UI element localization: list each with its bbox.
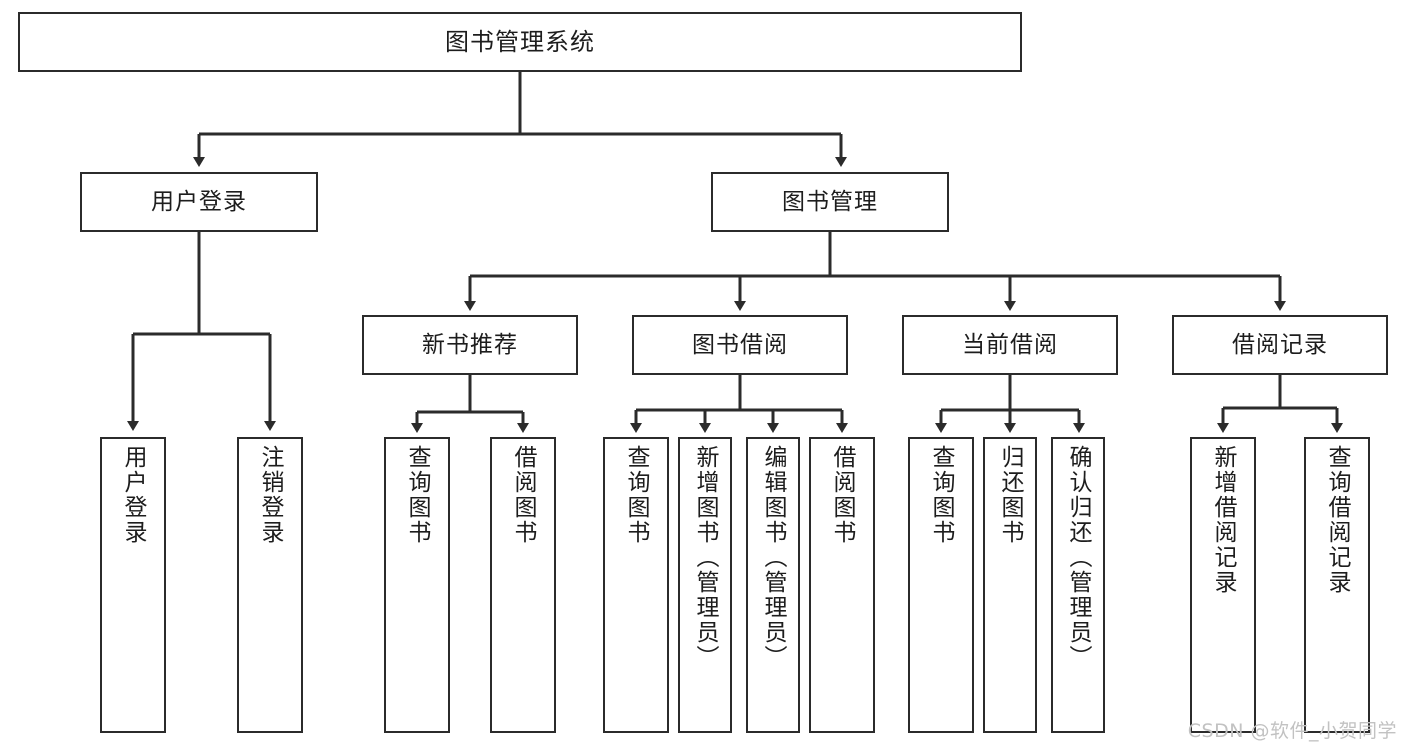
- leaf-borrow-book[interactable]: 借阅图书: [809, 437, 875, 733]
- node-user-login[interactable]: 用户登录: [80, 172, 318, 232]
- node-label: 查询图书: [404, 445, 431, 545]
- leaf-add-book-admin[interactable]: 新增图书（管理员）: [678, 437, 732, 733]
- leaf-confirm-return-admin[interactable]: 确认归还（管理员）: [1051, 437, 1105, 733]
- leaf-return-book[interactable]: 归还图书: [983, 437, 1037, 733]
- node-label: 新增图书（管理员）: [692, 445, 719, 670]
- leaf-query-borrow-record[interactable]: 查询借阅记录: [1304, 437, 1370, 733]
- leaf-add-borrow-record[interactable]: 新增借阅记录: [1190, 437, 1256, 733]
- node-label: 图书管理: [782, 188, 878, 215]
- node-label: 查询图书: [928, 445, 955, 545]
- node-label: 查询借阅记录: [1324, 445, 1351, 595]
- node-current-borrow[interactable]: 当前借阅: [902, 315, 1118, 375]
- node-new-book-recommend[interactable]: 新书推荐: [362, 315, 578, 375]
- node-label: 当前借阅: [962, 331, 1058, 358]
- node-label: 借阅记录: [1232, 331, 1328, 358]
- node-label: 编辑图书（管理员）: [760, 445, 787, 670]
- node-label: 归还图书: [997, 445, 1024, 545]
- leaf-query-book-current[interactable]: 查询图书: [908, 437, 974, 733]
- leaf-query-book-borrow[interactable]: 查询图书: [603, 437, 669, 733]
- leaf-borrow-book-recommend[interactable]: 借阅图书: [490, 437, 556, 733]
- node-label: 用户登录: [120, 445, 147, 545]
- node-label: 图书借阅: [692, 331, 788, 358]
- node-label: 新书推荐: [422, 331, 518, 358]
- node-label: 图书管理系统: [445, 28, 595, 56]
- node-label: 注销登录: [257, 445, 284, 545]
- node-label: 借阅图书: [510, 445, 537, 545]
- leaf-query-book-recommend[interactable]: 查询图书: [384, 437, 450, 733]
- node-label: 确认归还（管理员）: [1065, 445, 1092, 670]
- leaf-edit-book-admin[interactable]: 编辑图书（管理员）: [746, 437, 800, 733]
- node-root-system[interactable]: 图书管理系统: [18, 12, 1022, 72]
- node-label: 查询图书: [623, 445, 650, 545]
- node-book-borrow[interactable]: 图书借阅: [632, 315, 848, 375]
- node-borrow-record[interactable]: 借阅记录: [1172, 315, 1388, 375]
- node-label: 新增借阅记录: [1210, 445, 1237, 595]
- node-label: 用户登录: [151, 188, 247, 215]
- leaf-logout[interactable]: 注销登录: [237, 437, 303, 733]
- node-book-management[interactable]: 图书管理: [711, 172, 949, 232]
- node-label: 借阅图书: [829, 445, 856, 545]
- csdn-watermark: CSDN @软件_小贺同学: [1187, 720, 1397, 742]
- leaf-user-login[interactable]: 用户登录: [100, 437, 166, 733]
